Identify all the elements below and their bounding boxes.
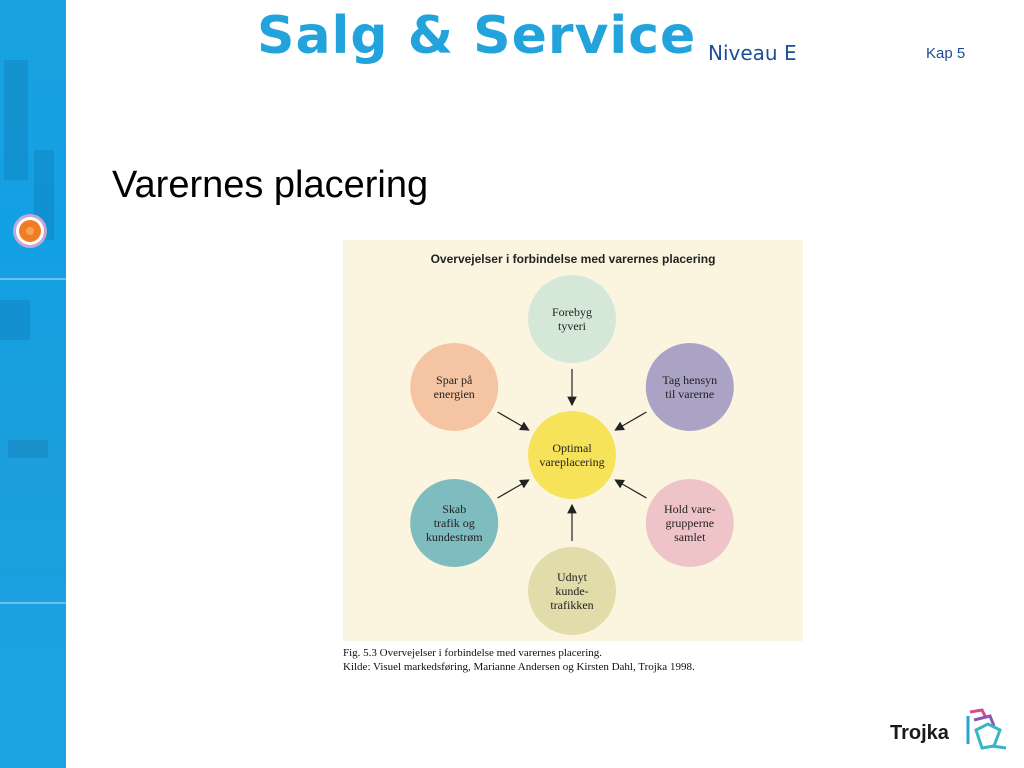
header-title: Salg & Service bbox=[257, 6, 697, 66]
diagram-node-circle bbox=[528, 275, 616, 363]
diagram-node-label: trafik og bbox=[434, 516, 475, 530]
caption-line-1: Fig. 5.3 Overvejelser i forbindelse med … bbox=[343, 647, 603, 659]
sidebar-stripe bbox=[0, 278, 66, 280]
diagram-node-label: trafikken bbox=[550, 598, 593, 612]
figure-caption: Fig. 5.3 Overvejelser i forbindelse med … bbox=[343, 646, 695, 674]
diagram-node-circle bbox=[528, 547, 616, 635]
trojka-logo: Trojka bbox=[890, 706, 1016, 756]
diagram-node-circle bbox=[645, 343, 734, 431]
diagram-node-label: Hold vare- bbox=[664, 502, 716, 516]
diagram-center-circle bbox=[528, 411, 616, 499]
diagram-node-label: Skab bbox=[442, 502, 466, 516]
target-icon bbox=[13, 214, 47, 248]
diagram-node-label: Forebyg bbox=[552, 305, 592, 319]
diagram-arrow bbox=[614, 411, 647, 431]
diagram-node-label: Udnyt bbox=[557, 570, 588, 584]
diagram-arrow bbox=[614, 479, 647, 499]
caption-line-2: Kilde: Visuel markedsføring, Marianne An… bbox=[343, 661, 695, 673]
diagram-node-circle bbox=[410, 479, 499, 567]
diagram-node-label: samlet bbox=[674, 530, 706, 544]
slide-title: Varernes placering bbox=[112, 164, 429, 206]
sidebar-stripe bbox=[0, 602, 66, 604]
figure-title: Overvejelser i forbindelse med varernes … bbox=[430, 252, 716, 266]
diagram-node-label: Tag hensyn bbox=[662, 373, 717, 387]
sidebar-decoration bbox=[4, 60, 28, 180]
diagram-node-circle bbox=[645, 479, 734, 567]
diagram-node-label: energien bbox=[434, 387, 475, 401]
diagram-node-label: Spar på bbox=[436, 373, 473, 387]
trojka-logo-mark bbox=[966, 708, 1007, 750]
diagram-center-label: vareplacering bbox=[539, 455, 604, 469]
logo-text: Trojka bbox=[890, 722, 949, 744]
diagram-center-label: Optimal bbox=[552, 441, 592, 455]
diagram-node-circle bbox=[410, 343, 499, 431]
diagram-node-label: kundestrøm bbox=[426, 530, 483, 544]
sidebar-decoration bbox=[8, 440, 48, 458]
diagram-arrow bbox=[497, 479, 530, 499]
left-sidebar bbox=[0, 0, 66, 768]
diagram-figure: Overvejelser i forbindelse med varernes … bbox=[343, 240, 803, 641]
diagram-node-label: kunde- bbox=[555, 584, 588, 598]
header-chapter: Kap 5 bbox=[926, 45, 966, 62]
sidebar-decoration bbox=[0, 300, 30, 340]
header-level: Niveau E bbox=[708, 41, 797, 65]
diagram-node-label: tyveri bbox=[558, 319, 587, 333]
diagram-node-label: til varerne bbox=[665, 387, 714, 401]
diagram-arrow bbox=[497, 411, 530, 431]
diagram-node-label: grupperne bbox=[665, 516, 714, 530]
